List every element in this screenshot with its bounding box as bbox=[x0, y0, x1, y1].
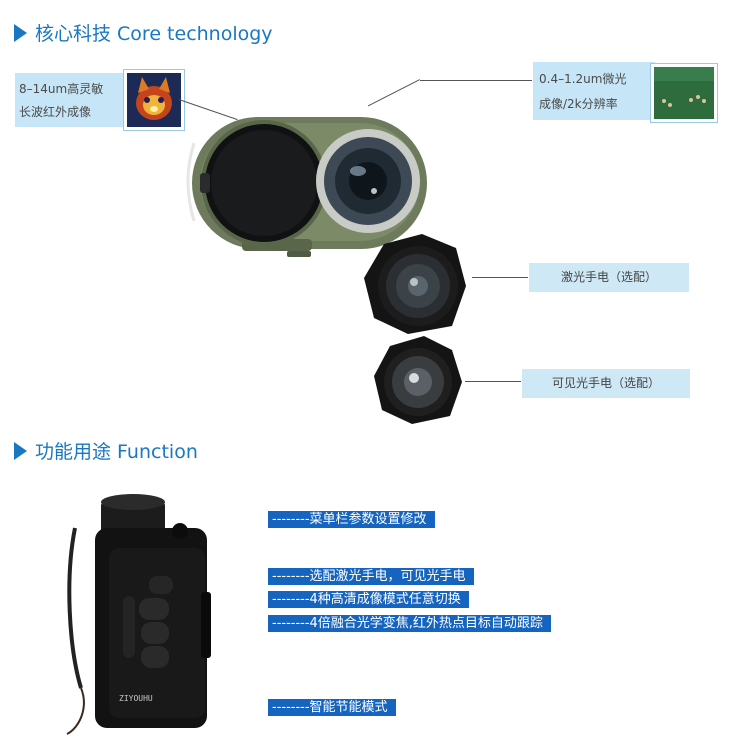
callout-lowlight-line2: 成像/2k分辨率 bbox=[539, 97, 618, 111]
device-brand: ZIYOUHU bbox=[119, 694, 153, 703]
visible-flashlight-image bbox=[374, 336, 462, 424]
callout-thermal-line1: 8–14um高灵敏 bbox=[19, 82, 104, 96]
lowlight-image-thumbnail bbox=[651, 64, 717, 122]
callout-lowlight: 0.4–1.2um微光 成像/2k分辨率 bbox=[533, 62, 655, 120]
callout-thermal-line2: 长波红外成像 bbox=[19, 105, 92, 119]
laser-flashlight-image bbox=[364, 234, 466, 334]
device-top-view bbox=[186, 117, 427, 257]
thermal-cat-icon bbox=[127, 73, 181, 127]
function-item-4: --------4倍融合光学变焦,红外热点目标自动跟踪 bbox=[268, 615, 551, 632]
function-item-5: --------智能节能模式 bbox=[268, 699, 396, 716]
section-title-function: 功能用途 Function bbox=[14, 437, 198, 464]
function-item-3: --------4种高清成像模式任意切换 bbox=[268, 591, 469, 608]
section-title-core-text: 核心科技 Core technology bbox=[35, 23, 273, 45]
leader-line-visible bbox=[465, 381, 521, 382]
triangle-bullet-icon bbox=[14, 441, 27, 460]
callout-laser: 激光手电（选配） bbox=[529, 263, 689, 292]
callout-lowlight-line1: 0.4–1.2um微光 bbox=[539, 72, 627, 86]
function-item-1: --------菜单栏参数设置修改 bbox=[268, 511, 435, 528]
function-item-2: --------选配激光手电，可见光手电 bbox=[268, 568, 474, 585]
leader-line-lowlight-h bbox=[420, 80, 532, 81]
thermal-image-thumbnail bbox=[124, 70, 184, 130]
section-title-function-text: 功能用途 Function bbox=[35, 441, 198, 463]
triangle-bullet-icon bbox=[14, 23, 27, 42]
callout-thermal: 8–14um高灵敏 长波红外成像 bbox=[15, 73, 127, 127]
callout-visible: 可见光手电（选配） bbox=[522, 369, 690, 398]
lowlight-grass-icon bbox=[654, 67, 714, 119]
monocular-side-view: ZIYOUHU bbox=[66, 494, 211, 735]
section-title-core: 核心科技 Core technology bbox=[14, 19, 273, 46]
leader-line-laser bbox=[472, 277, 528, 278]
